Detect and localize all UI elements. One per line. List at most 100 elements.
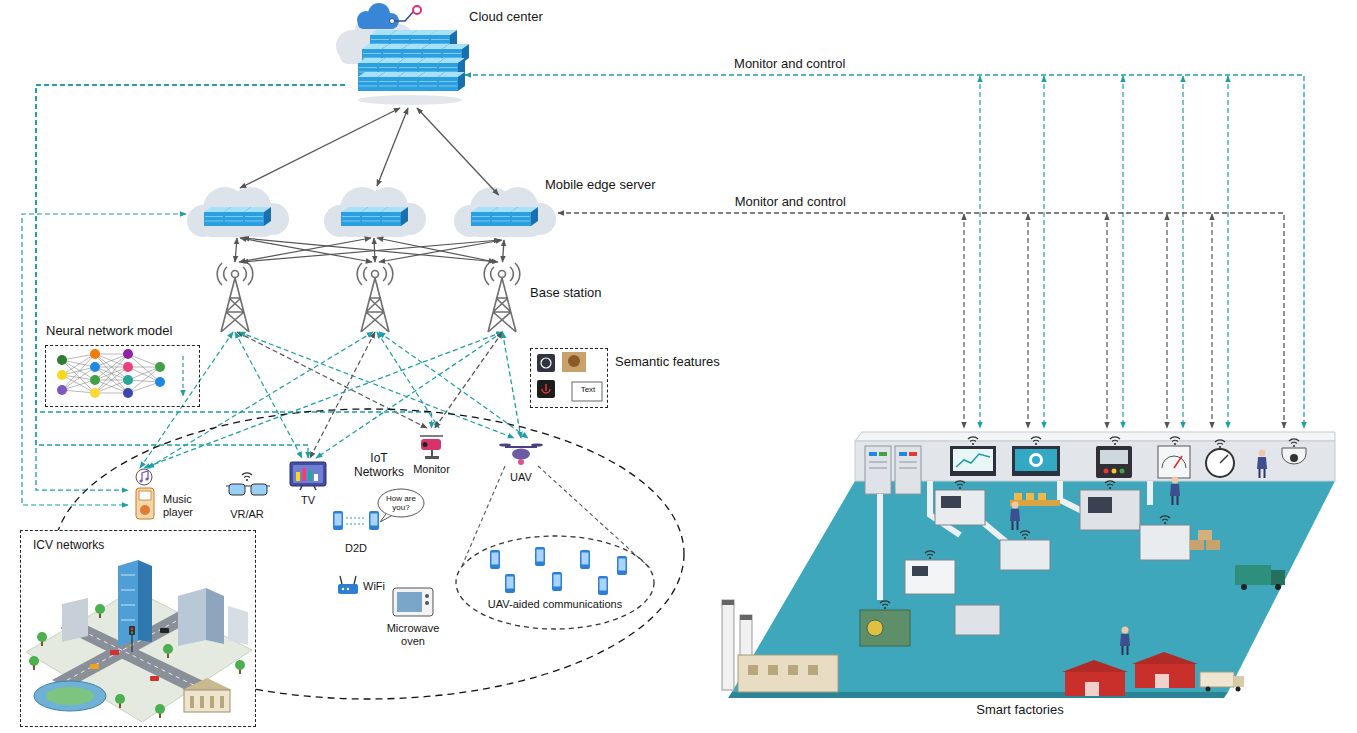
factory-illustration (941, 496, 961, 508)
connector (417, 108, 499, 195)
factory-control-links (1166, 214, 1167, 428)
factory-illustration (912, 566, 928, 576)
music-player: Music player (128, 468, 160, 522)
factory-illustration (1170, 477, 1180, 506)
neural-network-icon (123, 375, 133, 385)
factory-illustration (1220, 455, 1228, 463)
cloud-center-icon (392, 12, 413, 21)
server-station-links (235, 238, 237, 262)
iot-device-icons (397, 592, 422, 612)
city-illustration (118, 560, 138, 646)
factory-illustration (1190, 540, 1204, 550)
neural-network-icon (90, 362, 100, 372)
factory-illustration (1010, 502, 1020, 531)
base-station-icons (217, 263, 253, 332)
edge-server-icons (381, 207, 408, 226)
city-illustration (150, 676, 159, 681)
iot-device-icons (142, 471, 148, 481)
server-station-links (374, 238, 375, 262)
factory-illustration (1120, 469, 1125, 474)
factory-illustration (1015, 449, 1057, 471)
factory-control-links (1027, 214, 1028, 428)
edge-server-icons (454, 187, 556, 237)
factory-illustration (968, 437, 978, 445)
city-illustration (163, 644, 173, 658)
wifi-router: WiFi (338, 576, 360, 598)
factory-illustration (1241, 584, 1247, 590)
factory-illustration (1096, 446, 1132, 478)
semantic-feature-icons (572, 382, 602, 401)
semantic-feature-icons (568, 355, 580, 367)
factory-illustration (1112, 469, 1117, 474)
iot-device-icons (136, 469, 152, 485)
semantic-feature-icons (541, 358, 551, 368)
factory-illustration (722, 600, 734, 690)
iot-device-icons (136, 436, 627, 616)
city-illustration (95, 604, 105, 618)
factory-illustration (1257, 450, 1267, 479)
neural-network-icon (155, 377, 165, 387)
node-label: ICV networks (33, 539, 104, 553)
city-illustration (121, 575, 135, 620)
factory-illustration (1275, 584, 1281, 590)
factory-illustration (935, 490, 985, 525)
factory-control-links (1182, 76, 1183, 428)
factory-control-links (963, 214, 964, 428)
factory-illustration (1206, 449, 1234, 477)
city-illustration (26, 560, 252, 722)
city-illustration (129, 626, 135, 635)
factory-illustration (867, 620, 883, 636)
uav: UAV (500, 438, 542, 468)
iot-device-icons (425, 594, 429, 598)
edge-server-icons (187, 187, 556, 237)
factory-illustration (1088, 497, 1112, 513)
factory-control-links (1106, 214, 1107, 428)
city-illustration (29, 656, 39, 670)
city-illustration (90, 664, 99, 669)
connector (465, 75, 1304, 428)
semantic-feature-icons (537, 354, 555, 372)
iot-device-icons (139, 479, 142, 482)
neural-network-icon (155, 362, 165, 372)
factory-illustration (1135, 664, 1195, 688)
iot-device-icons (229, 484, 245, 495)
city-illustration (62, 598, 88, 642)
factory-illustration (1031, 437, 1041, 445)
city-illustration (182, 678, 232, 690)
factory-illustration (869, 452, 877, 456)
factory-illustration (950, 446, 996, 476)
neural-network-box: Neural network model (45, 345, 200, 407)
node-label: Text (574, 385, 602, 394)
connector (316, 332, 503, 458)
iot-device-icons (340, 576, 356, 584)
factory-illustration (1000, 540, 1050, 570)
neural-network-icon (90, 375, 100, 385)
iot-device-icons (617, 556, 627, 575)
factory-illustration (728, 692, 1228, 698)
station-device-links (140, 332, 528, 468)
connectors (36, 75, 1304, 490)
city-illustration (110, 650, 119, 655)
iot-device-icons (423, 442, 428, 447)
server-station-links (240, 238, 372, 262)
connector (503, 332, 522, 438)
city-illustration (210, 696, 214, 708)
edge-server-icons (324, 187, 426, 237)
iot-device-icons (552, 572, 562, 591)
iot-device-icons (393, 588, 433, 616)
factory-illustration (1158, 446, 1190, 478)
factory-control-links (1227, 76, 1228, 428)
city-illustration (160, 628, 169, 633)
iot-device-icons (300, 486, 316, 490)
factory-illustration (956, 454, 990, 467)
city-illustration (190, 696, 194, 708)
factory-illustration (1029, 453, 1043, 467)
iot-device-icons (140, 505, 150, 515)
node-label: Monitor (409, 463, 454, 476)
factory-illustration (1100, 450, 1128, 464)
factory-illustration (1215, 440, 1225, 448)
uav-aided-region-outline (455, 535, 655, 630)
